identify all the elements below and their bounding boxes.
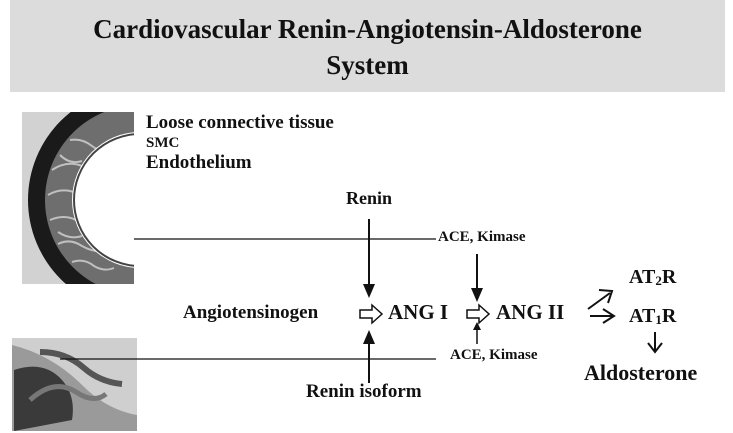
label-angiotensinogen: Angiotensinogen bbox=[183, 302, 318, 324]
arrow-to-at2r bbox=[588, 290, 612, 309]
label-ang-i: ANG I bbox=[388, 300, 448, 325]
heart-tissue-image bbox=[12, 338, 137, 431]
label-renin: Renin bbox=[346, 188, 392, 209]
ace-bottom-up-arrow bbox=[473, 322, 481, 344]
ace-top-down-arrow bbox=[471, 254, 483, 302]
label-ace-kimase-top: ACE, Kimase bbox=[438, 229, 526, 246]
renin-down-arrow bbox=[363, 219, 375, 298]
arrow-to-aldosterone bbox=[648, 332, 662, 352]
label-smc: SMC bbox=[146, 135, 179, 152]
renin-isoform-up-arrow bbox=[363, 330, 375, 383]
label-at2r: AT2R bbox=[629, 266, 676, 289]
arrow-to-at1r bbox=[590, 309, 614, 323]
hollow-arrow-2 bbox=[467, 305, 489, 323]
label-ace-kimase-bottom: ACE, Kimase bbox=[450, 347, 538, 364]
label-loose-connective-tissue: Loose connective tissue bbox=[146, 112, 334, 134]
label-endothelium: Endothelium bbox=[146, 152, 252, 174]
label-renin-isoform: Renin isoform bbox=[306, 381, 422, 403]
label-ang-ii: ANG II bbox=[496, 300, 564, 325]
label-at1r: AT1R bbox=[629, 305, 676, 328]
label-aldosterone: Aldosterone bbox=[584, 360, 697, 386]
hollow-arrow-1 bbox=[360, 305, 382, 323]
